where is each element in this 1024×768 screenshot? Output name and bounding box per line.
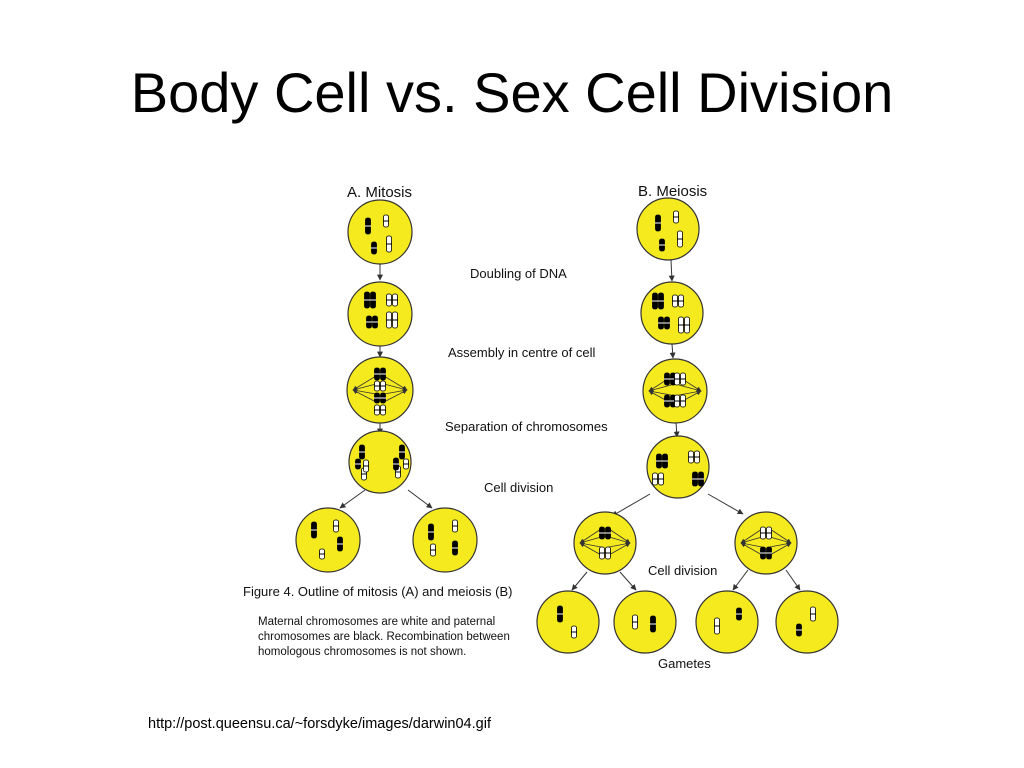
cell-membrane [347,281,413,347]
cell-membrane [295,507,361,573]
arrow [407,489,433,509]
mitosis-cell-initial [347,199,413,265]
cell-membrane [734,511,798,575]
arrow [611,493,651,517]
meiosis-cell-anaphase [646,435,710,499]
cell-membrane [536,590,600,654]
meiosis-cell-division-left [573,511,637,575]
figure-caption: Figure 4. Outline of mitosis (A) and mei… [243,584,512,599]
arrow [619,571,637,591]
arrow [669,343,676,359]
stage-label-separation: Separation of chromosomes [445,419,608,434]
gamete-3 [695,590,759,654]
meiosis-cell-division-right [734,511,798,575]
mitosis-cell-anaphase [348,430,412,494]
mitosis-cell-doubled [347,281,413,347]
spindle-fibers [352,375,408,403]
slide-title: Body Cell vs. Sex Cell Division [130,61,894,124]
arrow [673,421,680,438]
cell-membrane [640,281,704,345]
spindle-fibers [579,528,631,556]
arrow [785,569,801,591]
gamete-4 [775,590,839,654]
cell-membrane [573,511,637,575]
note-line-3: homologous chromosomes is not shown. [258,646,466,658]
source-link[interactable]: http://post.queensu.ca/~forsdyke/images/… [148,716,491,732]
arrow [339,489,366,509]
mitosis-heading: A. Mitosis [347,184,412,201]
cell-membrane [412,507,478,573]
cell-membrane [613,590,677,654]
spindle-fibers [740,528,792,556]
cell-membrane [695,590,759,654]
mitosis-cell-metaphase [346,356,414,424]
mitosis-daughter-left [295,507,361,573]
stage-label-gametes: Gametes [658,656,711,671]
meiosis-heading: B. Meiosis [638,183,707,200]
stage-label-division-meiosis: Cell division [648,563,717,578]
cell-membrane [775,590,839,654]
meiosis-cell-metaphase [642,358,708,424]
meiosis-cell-doubled [640,281,704,345]
stage-label-assembly: Assembly in centre of cell [448,345,596,360]
stage-label-doubling: Doubling of DNA [470,266,567,281]
stage-label-division: Cell division [484,480,553,495]
cell-membrane [636,197,700,261]
cell-membrane [347,199,413,265]
gamete-2 [613,590,677,654]
meiosis-cell-initial [636,197,700,261]
mitosis-daughter-right [412,507,478,573]
arrow [668,259,675,282]
note-line-1: Maternal chromosomes are white and pater… [258,616,495,628]
arrow [571,571,588,591]
cell-membrane [642,358,708,424]
gamete-1 [536,590,600,654]
arrow [732,569,749,591]
note-line-2: chromosomes are black. Recombination bet… [258,631,510,643]
cell-membrane [346,356,414,424]
arrow [707,493,744,515]
